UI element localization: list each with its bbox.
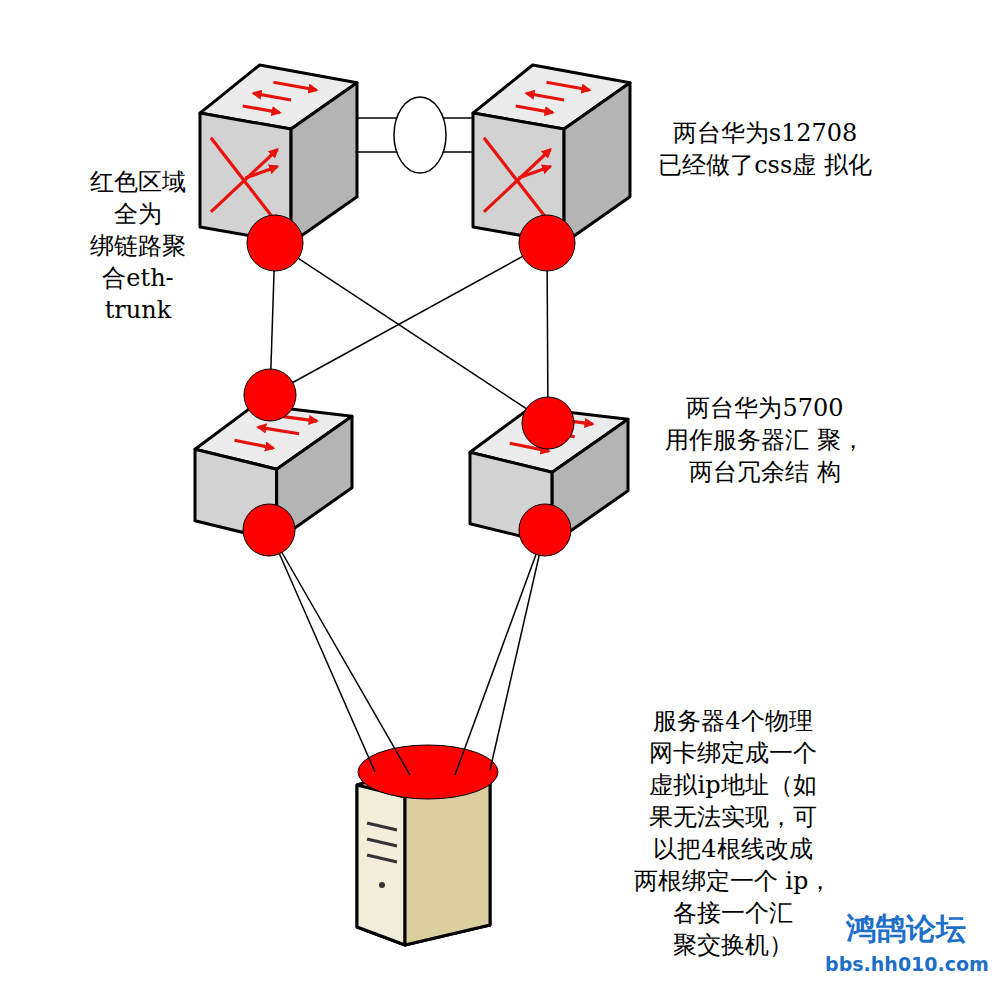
- drive-slot: [367, 855, 397, 862]
- switch-side: [291, 83, 357, 243]
- switch-arrow: [519, 167, 551, 178]
- drive-slot: [367, 823, 397, 830]
- link-cable: [490, 530, 545, 770]
- switch-arrow: [546, 82, 589, 90]
- core-switch: 两台华为s12708 已经做了css虚 拟化: [473, 65, 630, 243]
- eth-trunk-mark: [243, 504, 295, 556]
- switch-arrow: [211, 138, 277, 224]
- switch-arrow: [526, 93, 564, 100]
- link-cable: [455, 530, 545, 775]
- link-cable: [269, 530, 410, 775]
- power-button: [379, 882, 385, 888]
- switch-arrow: [253, 93, 291, 100]
- aggregation-switch: 两台华为5700 用作服务器汇 聚，两台冗余结 构: [470, 405, 628, 548]
- switch-arrow: [246, 167, 278, 178]
- server: 服务器4个物理 网卡绑定成一个 虚拟ip地址（如 果无法实现，可 以把4根线改成…: [355, 745, 495, 947]
- css-link-ellipse: [394, 97, 446, 173]
- nic-bond-area: [358, 745, 498, 799]
- drive-slot: [367, 839, 397, 846]
- device-note: 两台华为s12708 已经做了css虚 拟化: [655, 117, 875, 181]
- switch-arrow: [234, 440, 273, 448]
- server-front: [357, 785, 405, 945]
- switch-arrow: [243, 106, 280, 113]
- link-cable: [275, 243, 548, 423]
- device-note: 服务器4个物理 网卡绑定成一个 虚拟ip地址（如 果无法实现，可 以把4根线改成…: [618, 705, 848, 961]
- link-cable: [270, 243, 547, 395]
- server-side: [405, 775, 490, 945]
- eth-trunk-mark: [244, 369, 296, 421]
- eth-trunk-mark: [247, 215, 303, 271]
- eth-trunk-mark: [519, 504, 571, 556]
- switch-arrow: [211, 149, 277, 211]
- switch-side: [564, 83, 630, 243]
- core-switch: [200, 65, 357, 243]
- watermark: 鸿鹄论坛: [836, 911, 976, 947]
- device-note: 两台华为5700 用作服务器汇 聚，两台冗余结 构: [655, 392, 875, 488]
- aggregation-switch: [195, 402, 352, 545]
- watermark-url: bbs.hh010.com: [822, 952, 992, 976]
- link-cable: [269, 530, 375, 772]
- switch-arrow: [484, 138, 550, 224]
- eth-trunk-mark: [522, 397, 574, 449]
- switch-arrow: [273, 82, 316, 90]
- switch-arrow: [484, 149, 550, 211]
- switch-arrow: [516, 106, 553, 113]
- switch-arrow: [258, 427, 299, 434]
- eth-trunk-mark: [519, 215, 575, 271]
- note-text: 红色区域 全为 绑链路聚 合eth- trunk: [73, 166, 203, 326]
